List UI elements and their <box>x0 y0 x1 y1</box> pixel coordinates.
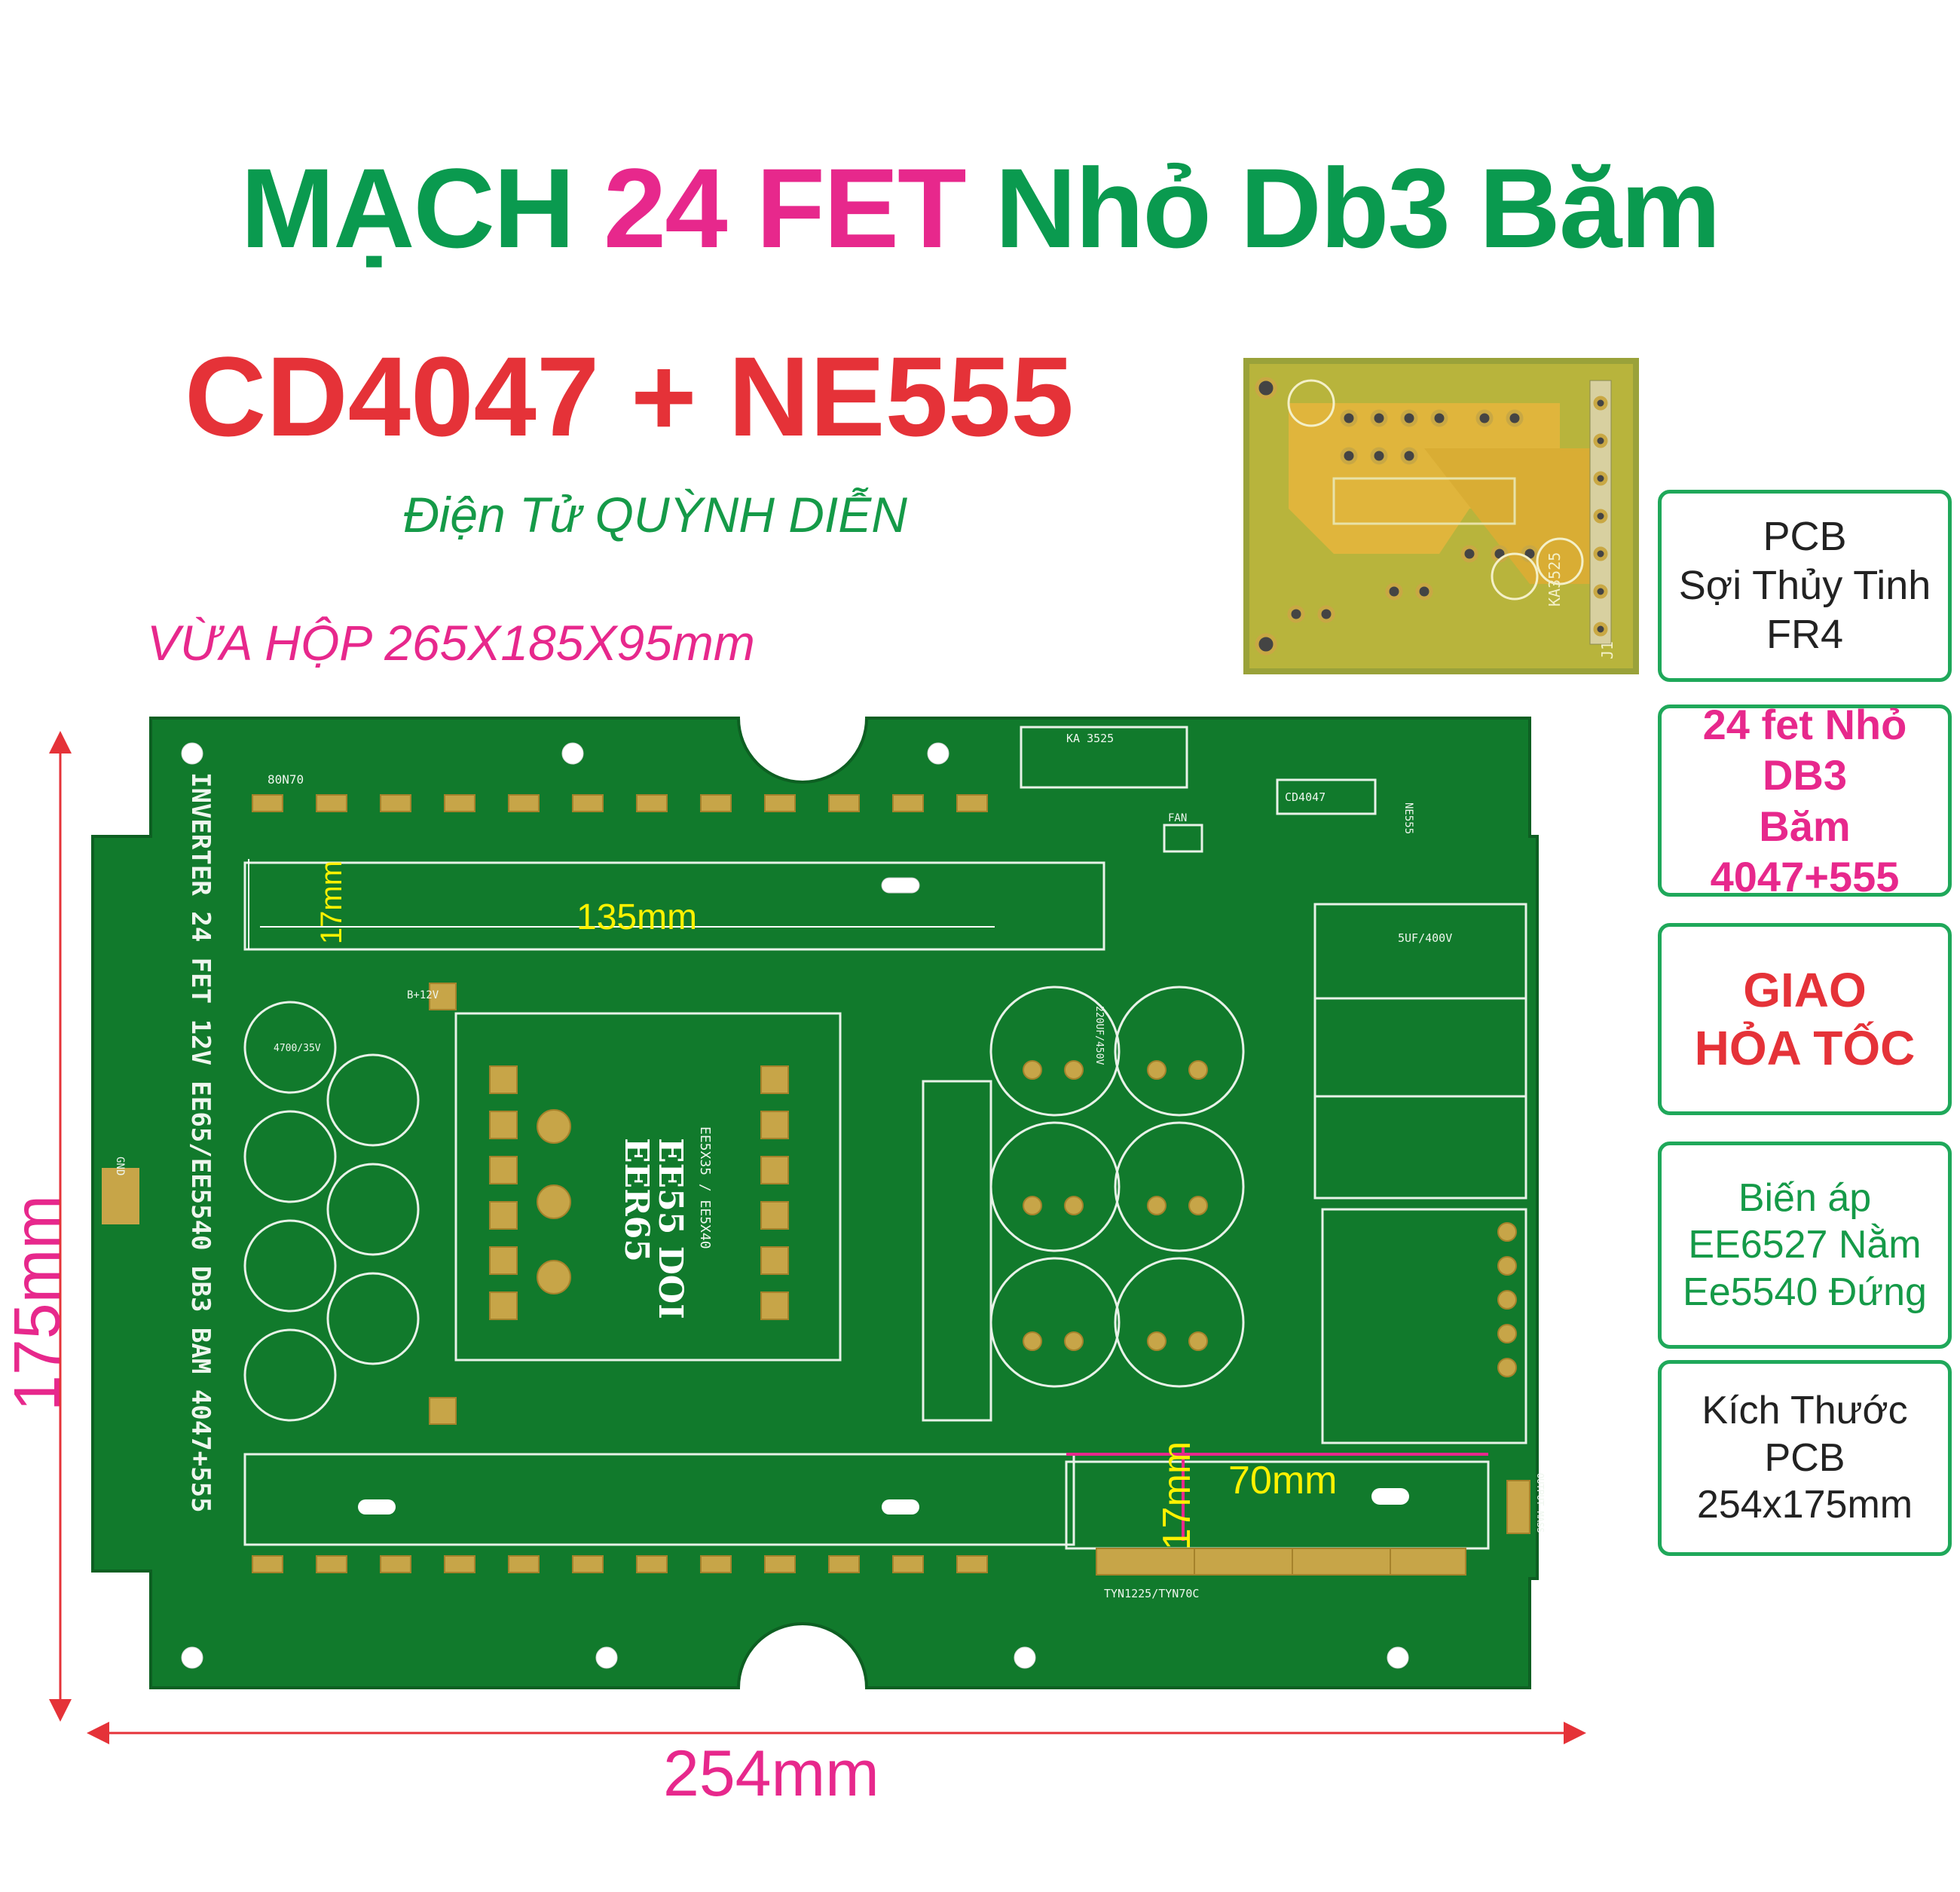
triac-label: TYN1225/TYN70C <box>1104 1587 1199 1600</box>
board-vertical-text: INVERTER 24 FET 12V EE65/EE5540 DB3 BAM … <box>185 772 216 1513</box>
bottom-bar-height-label: 17mm <box>1155 1441 1200 1551</box>
page-title: MẠCH 24 FET Nhỏ Db3 Băm <box>0 143 1960 274</box>
title-part-c: Nhỏ Db3 Băm <box>965 145 1720 271</box>
inset-pcb-photo: KA3525 J1 <box>1243 358 1639 674</box>
info-box-line: PCB <box>1763 514 1847 560</box>
info-box-line: Ee5540 Đứng <box>1683 1270 1927 1314</box>
info-box-line: Biến áp <box>1738 1175 1872 1220</box>
info-box-line: Băm 4047+555 <box>1710 802 1900 900</box>
height-dimension-label: 175mm <box>1 1195 74 1411</box>
gnd-label: GND <box>114 1157 126 1175</box>
title-part-b: 24 FET <box>603 145 967 271</box>
info-box-line: HỎA TỐC <box>1694 1020 1916 1075</box>
subtitle: CD4047 + NE555 <box>185 333 1074 460</box>
small-cap-label: 4700/35V <box>274 1043 321 1054</box>
info-box-line: 254x175mm <box>1696 1483 1913 1527</box>
transformer-label-1: EE55 DOI <box>651 1138 690 1319</box>
title-part-a: MẠCH <box>240 145 604 271</box>
info-box-circuit: 24 fet Nhỏ DB3 Băm 4047+555 <box>1658 701 1952 900</box>
info-box-line: Kích Thước PCB <box>1702 1389 1908 1480</box>
top-bar-height-label: 17mm <box>315 860 349 945</box>
inset-ic-label: KA3525 <box>1546 552 1564 607</box>
box-fit-text: VỪA HỘP 265X185X95mm <box>147 615 755 671</box>
info-box-pcb-material: PCB Sợi Thủy Tinh FR4 <box>1658 490 1952 682</box>
info-box-pcb-size: Kích Thước PCB 254x175mm <box>1658 1360 1952 1556</box>
info-box-transformer: Biến áp EE6527 Nằm Ee5540 Đứng <box>1658 1142 1952 1349</box>
info-box-express-delivery: GIAO HỎA TỐC <box>1658 923 1952 1115</box>
bplus-label: B+12V <box>407 989 439 1001</box>
inset-j1-label: J1 <box>1598 641 1616 659</box>
big-cap-label: 220UF/450V <box>1093 1006 1105 1065</box>
fet-label: 80N70 <box>268 772 304 787</box>
output-label: OUTPUT MASS <box>1535 1473 1545 1533</box>
ka3525-label: KA 3525 <box>1066 732 1114 745</box>
width-dimension-label: 254mm <box>663 1738 879 1810</box>
brand-name: Điện Tử QUỲNH DIỄN <box>403 487 907 543</box>
transformer-side-label: EE5X35 / EE5X40 <box>697 1126 713 1249</box>
top-bar-length-label: 135mm <box>576 897 698 937</box>
main-pcb-board: 80N70 TYN1225/TYN70C INVERTER 24 FET 12V… <box>91 717 1545 1689</box>
info-box-line: Sợi Thủy Tinh FR4 <box>1678 563 1931 657</box>
info-box-line: GIAO <box>1743 962 1867 1017</box>
transformer-label-2: EER65 <box>617 1138 656 1262</box>
cd4047-label: CD4047 <box>1285 790 1326 804</box>
info-box-line: EE6527 Nằm <box>1688 1223 1922 1267</box>
bottom-bar-length-label: 70mm <box>1228 1459 1338 1502</box>
fan-label: FAN <box>1168 812 1187 824</box>
hv-cap-label: 5UF/400V <box>1398 931 1452 945</box>
info-box-line: 24 fet Nhỏ DB3 <box>1702 701 1907 799</box>
ne555-label: NE555 <box>1402 802 1414 834</box>
